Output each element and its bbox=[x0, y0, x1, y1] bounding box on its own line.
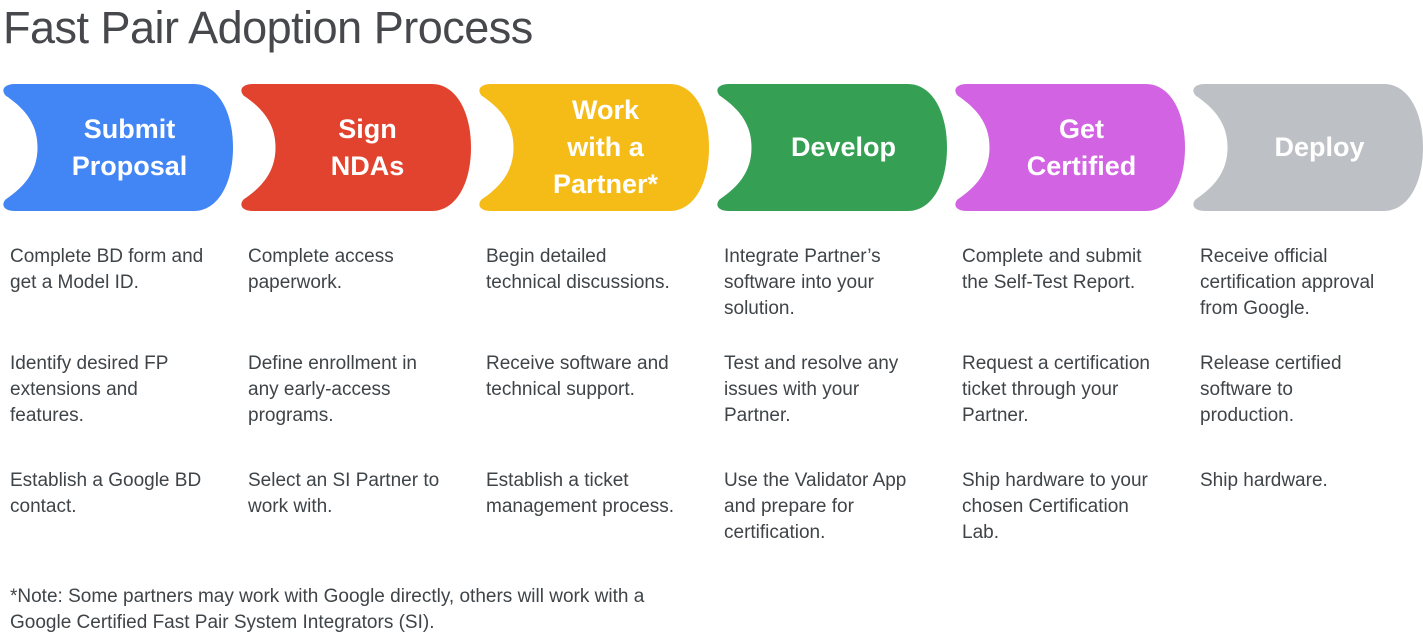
flow-arrow-shape bbox=[717, 84, 947, 211]
stage-task-cell: Establish a Google BD contact. bbox=[0, 468, 233, 546]
stage-task: Request a certification ticket through y… bbox=[962, 353, 1150, 426]
stage-task: Select an SI Partner to work with. bbox=[248, 470, 440, 517]
stage-task-cell: Ship hardware. bbox=[1190, 468, 1423, 546]
flow-arrow-shape bbox=[1193, 84, 1423, 211]
footnote-text: *Note: Some partners may work with Googl… bbox=[10, 586, 645, 632]
stage-task-cell: Receive official certification approval … bbox=[1190, 211, 1423, 351]
stage-task: Identify desired FP extensions and featu… bbox=[10, 353, 169, 426]
stage-label: Deploy bbox=[1274, 132, 1365, 162]
stage-get-certified: Get Certified bbox=[952, 84, 1185, 211]
stage-task: Ship hardware. bbox=[1200, 470, 1328, 491]
stage-label: Get Certified bbox=[1026, 113, 1137, 181]
stage-task-cell: Request a certification ticket through y… bbox=[952, 351, 1185, 468]
stage-work-with-a-partner: Work with a Partner* bbox=[476, 84, 709, 211]
stage-task: Establish a ticket management process. bbox=[486, 470, 674, 517]
flow-arrow-shape bbox=[3, 84, 233, 211]
stage-sign-ndas: Sign NDAs bbox=[238, 84, 471, 211]
stage-task-cell: Release certified software to production… bbox=[1190, 351, 1423, 468]
stage-task: Receive software and technical support. bbox=[486, 353, 669, 400]
stage-task-cell: Complete and submit the Self-Test Report… bbox=[952, 211, 1185, 351]
stage-task-cell: Complete BD form and get a Model ID. bbox=[0, 211, 233, 351]
stage-develop: Develop bbox=[714, 84, 947, 211]
page-title: Fast Pair Adoption Process bbox=[3, 2, 533, 53]
stage-task: Complete BD form and get a Model ID. bbox=[10, 246, 204, 293]
stage-task: Complete and submit the Self-Test Report… bbox=[962, 246, 1142, 293]
process-flow: Submit Proposal Sign NDAs Work with a Pa… bbox=[0, 84, 1423, 546]
stage-task-cell: Identify desired FP extensions and featu… bbox=[0, 351, 233, 468]
stage-task-cell: Select an SI Partner to work with. bbox=[238, 468, 471, 546]
stage-label: Sign NDAs bbox=[330, 113, 405, 181]
stage-task-cell: Test and resolve any issues with your Pa… bbox=[714, 351, 947, 468]
stage-task-cell: Ship hardware to your chosen Certificati… bbox=[952, 468, 1185, 546]
stage-label: Develop bbox=[790, 132, 897, 162]
stage-task-cell: Integrate Partner’s software into your s… bbox=[714, 211, 947, 351]
stage-task: Define enrollment in any early-access pr… bbox=[248, 353, 417, 426]
stage-task-cell: Establish a ticket management process. bbox=[476, 468, 709, 546]
stage-task: Release certified software to production… bbox=[1200, 353, 1342, 426]
stage-task: Establish a Google BD contact. bbox=[10, 470, 202, 517]
stage-task-cell: Begin detailed technical discussions. bbox=[476, 211, 709, 351]
flow-arrow-shape bbox=[955, 84, 1185, 211]
flow-arrow-shape bbox=[241, 84, 471, 211]
stage-task-cell: Complete access paperwork. bbox=[238, 211, 471, 351]
stage-task: Receive official certification approval … bbox=[1200, 246, 1375, 319]
stage-submit-proposal: Submit Proposal bbox=[0, 84, 233, 211]
stage-task: Use the Validator App and prepare for ce… bbox=[724, 470, 907, 543]
stage-task-cell: Receive software and technical support. bbox=[476, 351, 709, 468]
stage-task: Integrate Partner’s software into your s… bbox=[724, 246, 881, 319]
flow-arrow-shape bbox=[479, 84, 709, 211]
stage-task-cell: Define enrollment in any early-access pr… bbox=[238, 351, 471, 468]
stage-deploy: Deploy bbox=[1190, 84, 1423, 211]
stage-task: Ship hardware to your chosen Certificati… bbox=[962, 470, 1148, 543]
stage-label: Work with a Partner* bbox=[552, 95, 659, 199]
stage-task-cell: Use the Validator App and prepare for ce… bbox=[714, 468, 947, 546]
stage-task: Complete access paperwork. bbox=[248, 246, 394, 293]
stage-label: Submit Proposal bbox=[71, 113, 188, 181]
stage-task: Test and resolve any issues with your Pa… bbox=[724, 353, 899, 426]
stage-task: Begin detailed technical discussions. bbox=[486, 246, 670, 293]
